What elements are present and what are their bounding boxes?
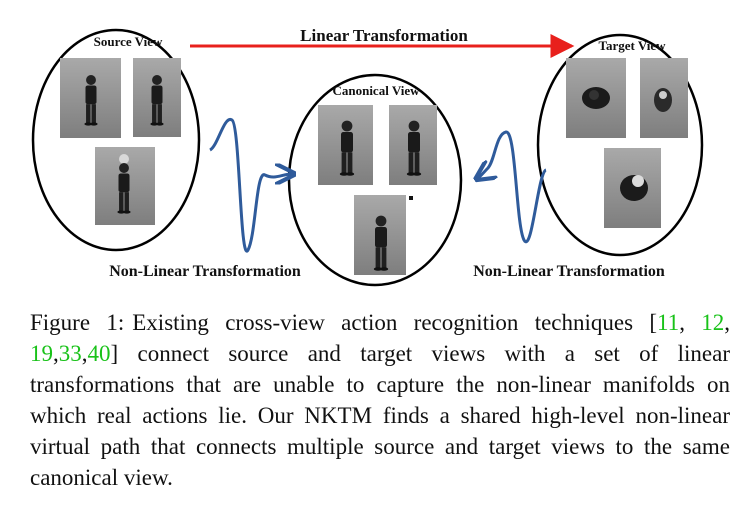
caption-sep: ,	[724, 310, 730, 335]
caption-sep: ,	[679, 310, 685, 335]
source-image-3	[95, 147, 155, 225]
target-image-3	[604, 148, 661, 228]
caption-text-1: Existing cross-view action recognition t…	[132, 310, 658, 335]
target-view-label: Target View	[598, 38, 666, 53]
citation-ref[interactable]: 12	[701, 310, 725, 335]
source-view-label: Source View	[94, 34, 163, 49]
nonlinear-curve-left	[209, 118, 292, 253]
target-image-2	[640, 58, 688, 138]
canonical-image-2	[389, 105, 437, 185]
nonlinear-right-label: Non-Linear Transformation	[473, 263, 665, 280]
canonical-image-3	[354, 195, 406, 275]
source-image-1	[60, 58, 121, 138]
nonlinear-left-label: Non-Linear Transformation	[109, 263, 301, 280]
target-image-1	[566, 58, 626, 138]
caption-text-2: ] connect source and target views with a…	[30, 341, 730, 490]
citation-ref[interactable]: 19	[30, 341, 53, 366]
source-image-2	[133, 58, 181, 137]
figure-caption: Figure 1: Existing cross-view action reco…	[30, 307, 730, 493]
canonical-image-1	[318, 105, 373, 185]
figure-diagram: Linear Transformation Source View Canoni…	[31, 26, 704, 287]
source-view-ellipse	[31, 28, 201, 252]
canonical-view-label: Canonical View	[332, 83, 420, 98]
citation-ref[interactable]: 11	[657, 310, 680, 335]
caption-sep: ,	[53, 341, 59, 366]
linear-transformation-label: Linear Transformation	[300, 26, 468, 45]
citation-ref[interactable]: 33	[58, 341, 82, 366]
small-marker	[409, 196, 413, 200]
citation-ref[interactable]: 40	[87, 341, 111, 366]
nonlinear-curve-right	[478, 130, 548, 244]
target-view-ellipse	[536, 33, 704, 257]
caption-sep: ,	[81, 341, 88, 366]
caption-label: Figure 1:	[30, 310, 125, 335]
